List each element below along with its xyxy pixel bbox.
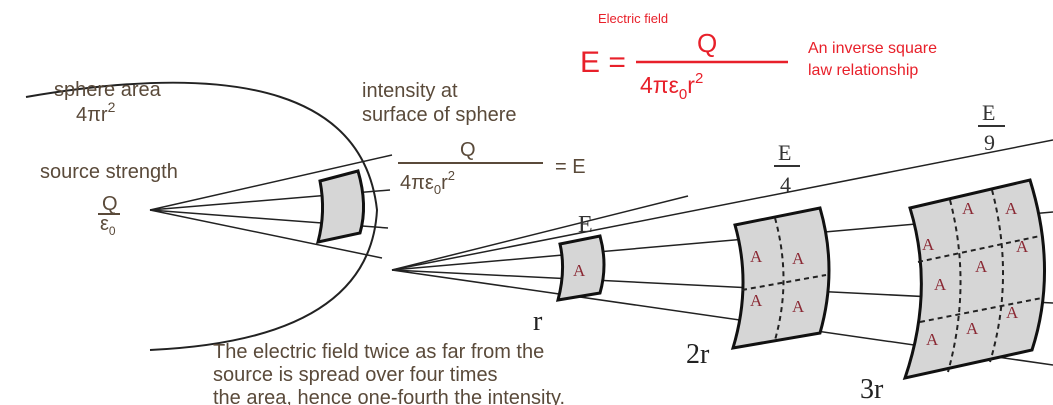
source-denominator: ε0 xyxy=(100,213,116,238)
area-label-2r-4: A xyxy=(792,297,805,316)
area-label-3r-4: A xyxy=(934,275,947,294)
area-label-3r-5: A xyxy=(975,257,988,276)
intensity-label-2: surface of sphere xyxy=(362,104,517,126)
caption-line-3: the area, hence one-fourth the intensity… xyxy=(213,387,565,405)
field-label-e4-num: E xyxy=(778,140,791,165)
distance-2r: 2r xyxy=(686,339,710,370)
caption-line-1: The electric field twice as far from the xyxy=(213,341,544,363)
intensity-numerator: Q xyxy=(460,139,476,161)
patch-r xyxy=(555,234,606,302)
area-label-r: A xyxy=(573,261,586,280)
area-label-3r-1: A xyxy=(922,235,935,254)
patch-2r xyxy=(730,206,831,350)
title-denominator: 4πε0r2 xyxy=(640,70,703,103)
area-label-2r-1: A xyxy=(750,247,763,266)
title-note-1: An inverse square xyxy=(808,40,937,57)
intensity-label-1: intensity at xyxy=(362,80,458,102)
sphere-area-label: sphere area xyxy=(54,79,162,101)
sphere-area-formula: 4πr2 xyxy=(76,99,116,126)
field-label-e4-den: 4 xyxy=(780,172,791,197)
title-note-2: law relationship xyxy=(808,62,918,79)
sphere-surface-patch xyxy=(315,169,365,244)
patch-3r-divider-v1 xyxy=(947,199,962,373)
area-label-3r-9: A xyxy=(1006,303,1019,322)
area-label-3r-3: A xyxy=(1005,199,1018,218)
patch-3r-divider-v2 xyxy=(989,189,1004,363)
patch-2r-divider-v xyxy=(774,217,785,341)
title-formula: Electric field E = Q 4πε0r2 An inverse s… xyxy=(580,11,937,103)
title-numerator: Q xyxy=(697,28,717,58)
field-label-e9-num: E xyxy=(982,100,995,125)
area-label-3r-8: A xyxy=(966,319,979,338)
area-label-3r-2: A xyxy=(962,199,975,218)
distance-r: r xyxy=(533,306,543,337)
patch-3r-divider-h1 xyxy=(917,235,1041,263)
patch-3r-divider-h2 xyxy=(919,297,1043,323)
field-label-e9-den: 9 xyxy=(984,130,995,155)
source-numerator: Q xyxy=(102,193,118,215)
field-label-e: E xyxy=(578,212,593,238)
caption-line-2: source is spread over four times xyxy=(213,364,498,386)
sphere-outline xyxy=(25,81,379,351)
area-label-2r-3: A xyxy=(750,291,763,310)
intensity-denominator: 4πε0r2 xyxy=(400,168,455,197)
area-label-3r-7: A xyxy=(926,330,939,349)
area-label-2r-2: A xyxy=(792,249,805,268)
distance-3r: 3r xyxy=(860,374,884,405)
area-label-3r-6: A xyxy=(1016,237,1029,256)
source-strength-label: source strength xyxy=(40,161,178,183)
intensity-rhs: = E xyxy=(555,156,586,178)
title-caption: Electric field xyxy=(598,11,668,26)
patch-3r xyxy=(902,178,1046,381)
title-lhs: E = xyxy=(580,46,626,79)
